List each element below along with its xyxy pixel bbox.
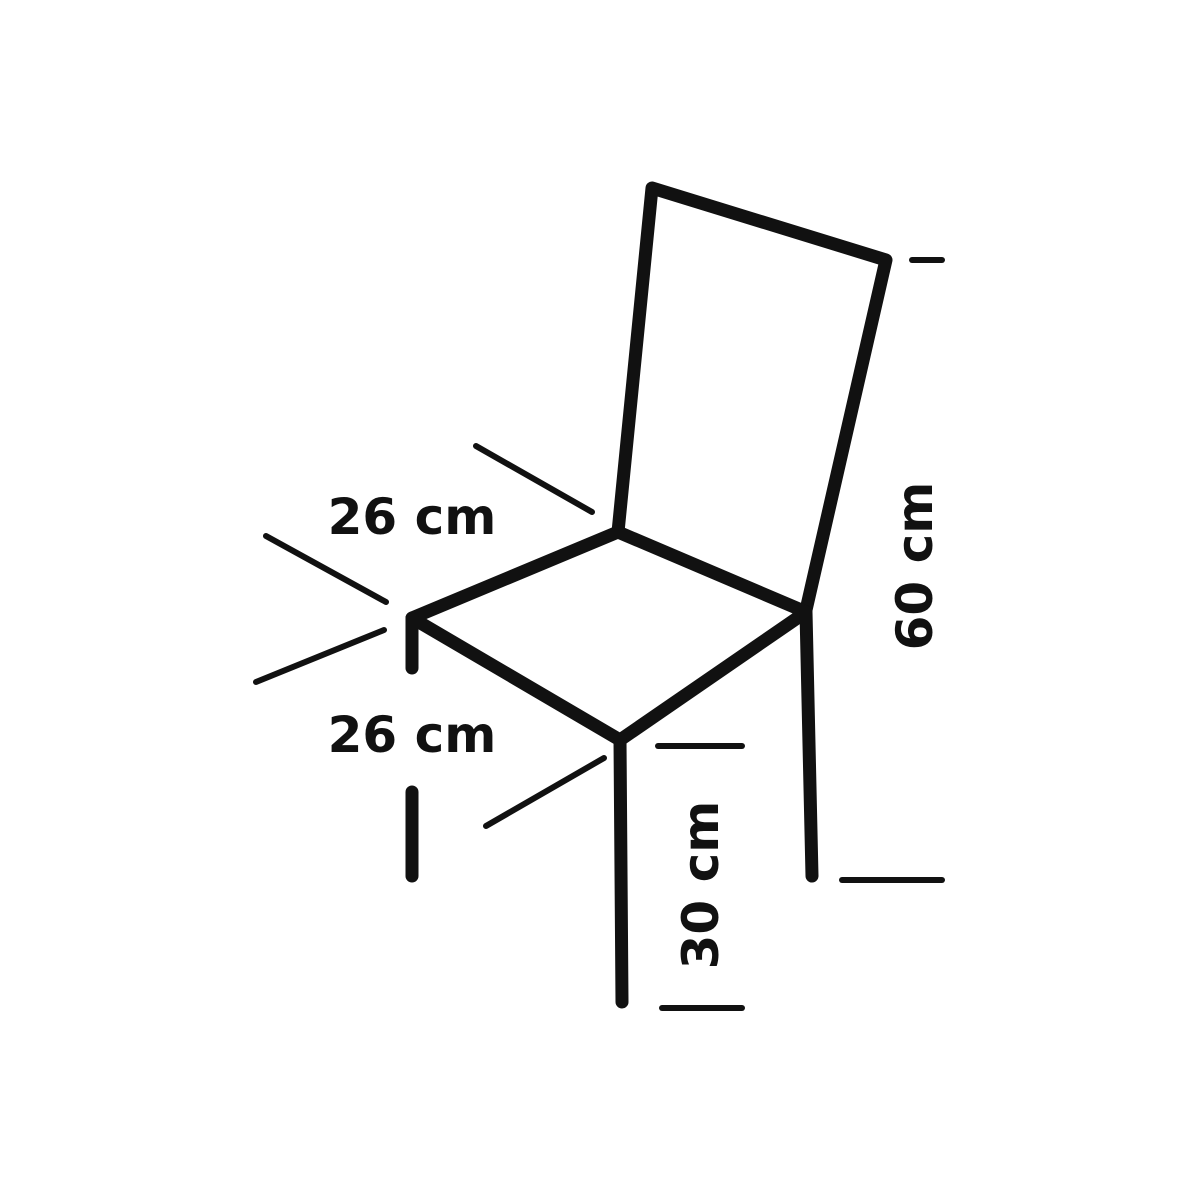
depth-extension-line-front: [263, 533, 389, 605]
chair-back-leg: [799, 605, 819, 883]
chair-outline: [405, 181, 893, 1009]
width-extension-line-left: [253, 627, 387, 685]
total-height-label: 60 cm: [886, 482, 944, 651]
chair-backrest: [611, 181, 893, 617]
depth-extension-line-rear: [473, 443, 595, 515]
width-extension-line-front: [483, 755, 607, 829]
dimension-labels: 26 cm 26 cm 30 cm 60 cm: [328, 482, 944, 970]
chair-front-leg: [613, 733, 629, 1009]
seat-width-label: 26 cm: [328, 706, 497, 764]
dimension-lines: [253, 257, 945, 1011]
seat-height-label: 30 cm: [672, 801, 730, 970]
seat-depth-label: 26 cm: [328, 488, 497, 546]
